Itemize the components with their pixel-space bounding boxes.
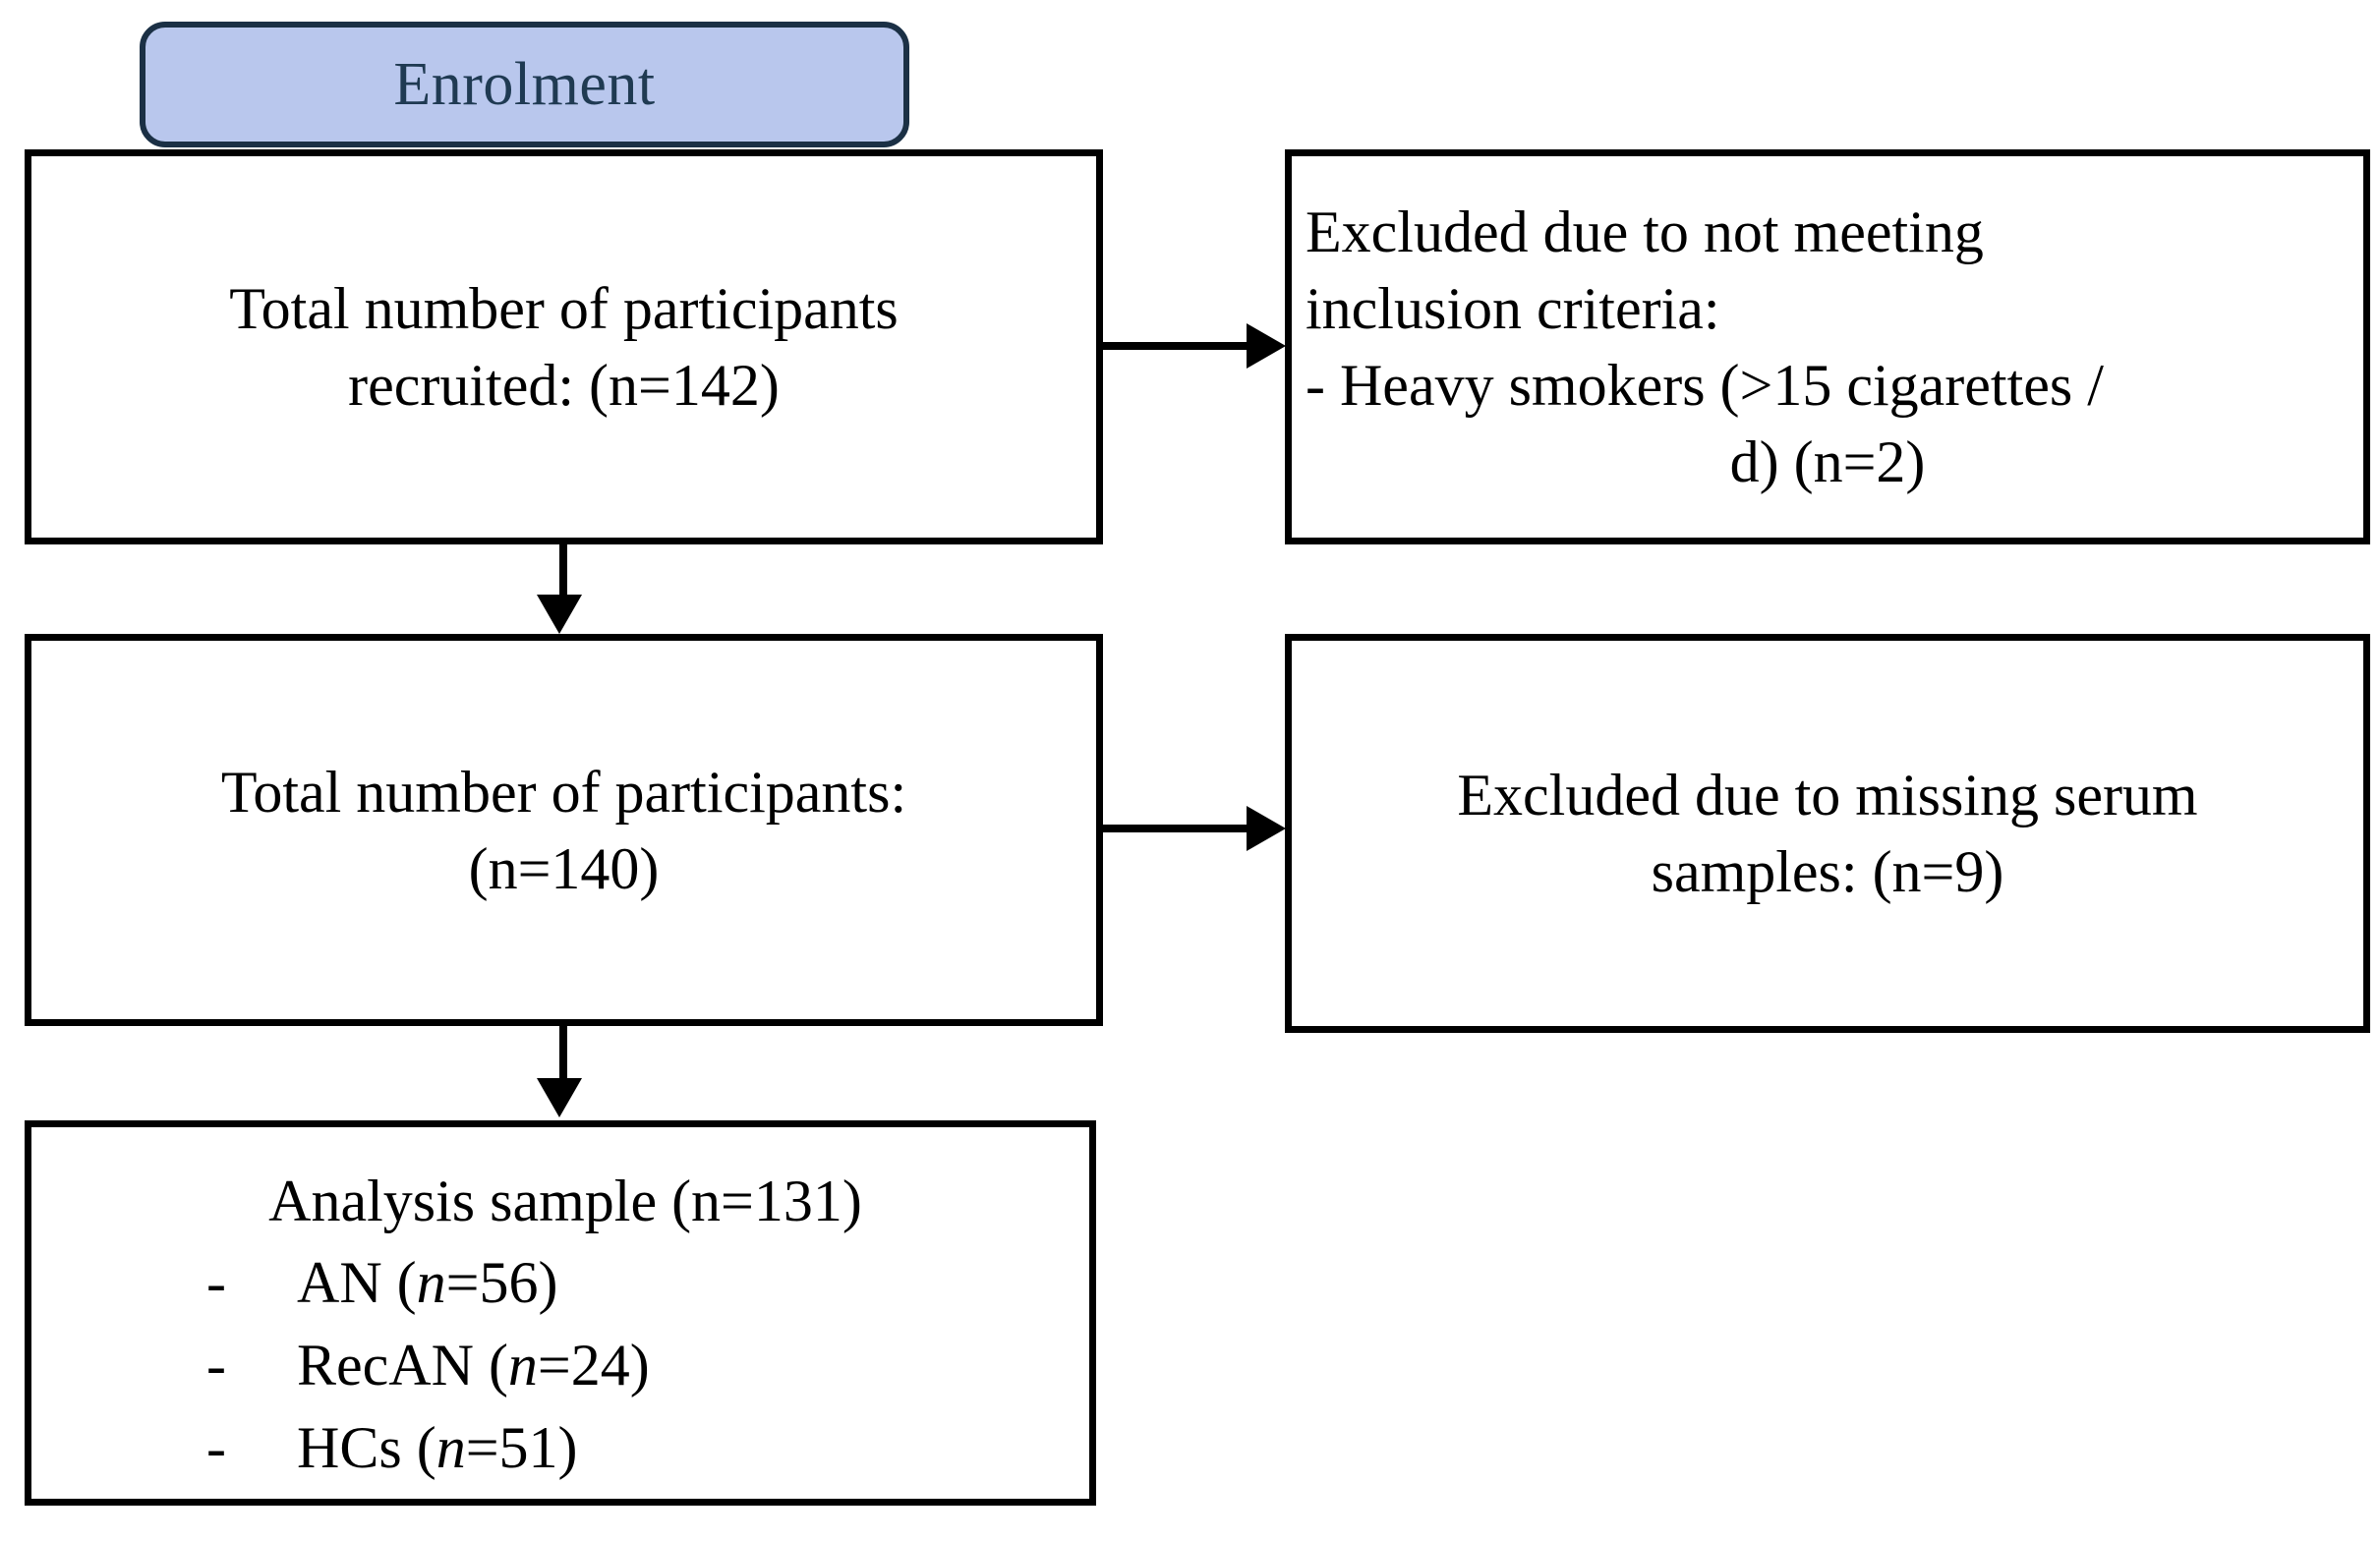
excluded-criteria-line-3: - Heavy smokers (>15 cigarettes / <box>1306 353 2104 418</box>
analysis-sample-title: Analysis sample (n=131) <box>268 1169 862 1233</box>
arrow-right-icon <box>1247 323 1286 369</box>
excluded-criteria-line-4: d) (n=2) <box>1729 429 1926 494</box>
bullet-dash-icon: - <box>206 1415 226 1480</box>
analysis-item-text: RecAN ( <box>297 1333 508 1398</box>
bullet-dash-icon: - <box>206 1250 226 1315</box>
box-total-recruited-text: Total number of participants recruited: … <box>229 276 899 418</box>
connector-total-to-analysis <box>559 1026 567 1085</box>
excluded-criteria-line-2: inclusion criteria: <box>1306 276 1720 341</box>
list-item: - AN (n=56) <box>31 1238 1089 1321</box>
analysis-item-value: =24) <box>537 1333 650 1398</box>
enrolment-banner-label: Enrolment <box>393 51 656 118</box>
analysis-item-value: =56) <box>445 1250 558 1315</box>
connector-recruited-to-excluded-criteria <box>1103 342 1255 350</box>
box-analysis-sample: Analysis sample (n=131) - AN (n=56) - Re… <box>25 1120 1096 1506</box>
box-total-recruited: Total number of participants recruited: … <box>25 149 1103 544</box>
analysis-item-n-symbol: n <box>507 1333 538 1398</box>
box-excluded-missing-serum: Excluded due to missing serum samples: (… <box>1285 634 2370 1033</box>
analysis-item-text: AN ( <box>297 1250 417 1315</box>
analysis-sample-group-list: - AN (n=56) - RecAN (n=24) - HCs (n=51) <box>31 1238 1089 1486</box>
box-total-participants: Total number of participants: (n=140) <box>25 634 1103 1026</box>
connector-total-to-excluded-serum <box>1103 825 1255 832</box>
connector-recruited-to-total <box>559 544 567 603</box>
bullet-dash-icon: - <box>206 1333 226 1398</box>
analysis-item-n-symbol: n <box>416 1250 446 1315</box>
enrolment-banner: Enrolment <box>140 22 909 147</box>
arrow-down-icon <box>537 1078 582 1117</box>
box-total-participants-text: Total number of participants: (n=140) <box>220 759 907 901</box>
box-excluded-inclusion-criteria: Excluded due to not meeting inclusion cr… <box>1285 149 2370 544</box>
analysis-item-text: HCs ( <box>297 1415 436 1480</box>
excluded-criteria-line-1: Excluded due to not meeting <box>1306 200 1984 264</box>
box-excluded-missing-serum-text: Excluded due to missing serum samples: (… <box>1457 763 2198 904</box>
arrow-down-icon <box>537 595 582 634</box>
analysis-item-n-symbol: n <box>435 1415 466 1480</box>
list-item: - RecAN (n=24) <box>31 1321 1089 1403</box>
analysis-item-label-an: AN (n=56) <box>297 1244 557 1321</box>
arrow-right-icon <box>1247 806 1286 851</box>
analysis-sample-content: Analysis sample (n=131) - AN (n=56) - Re… <box>31 1127 1089 1486</box>
analysis-item-label-hcs: HCs (n=51) <box>297 1409 578 1486</box>
analysis-item-label-recan: RecAN (n=24) <box>297 1327 650 1403</box>
analysis-item-value: =51) <box>465 1415 578 1480</box>
list-item: - HCs (n=51) <box>31 1403 1089 1486</box>
